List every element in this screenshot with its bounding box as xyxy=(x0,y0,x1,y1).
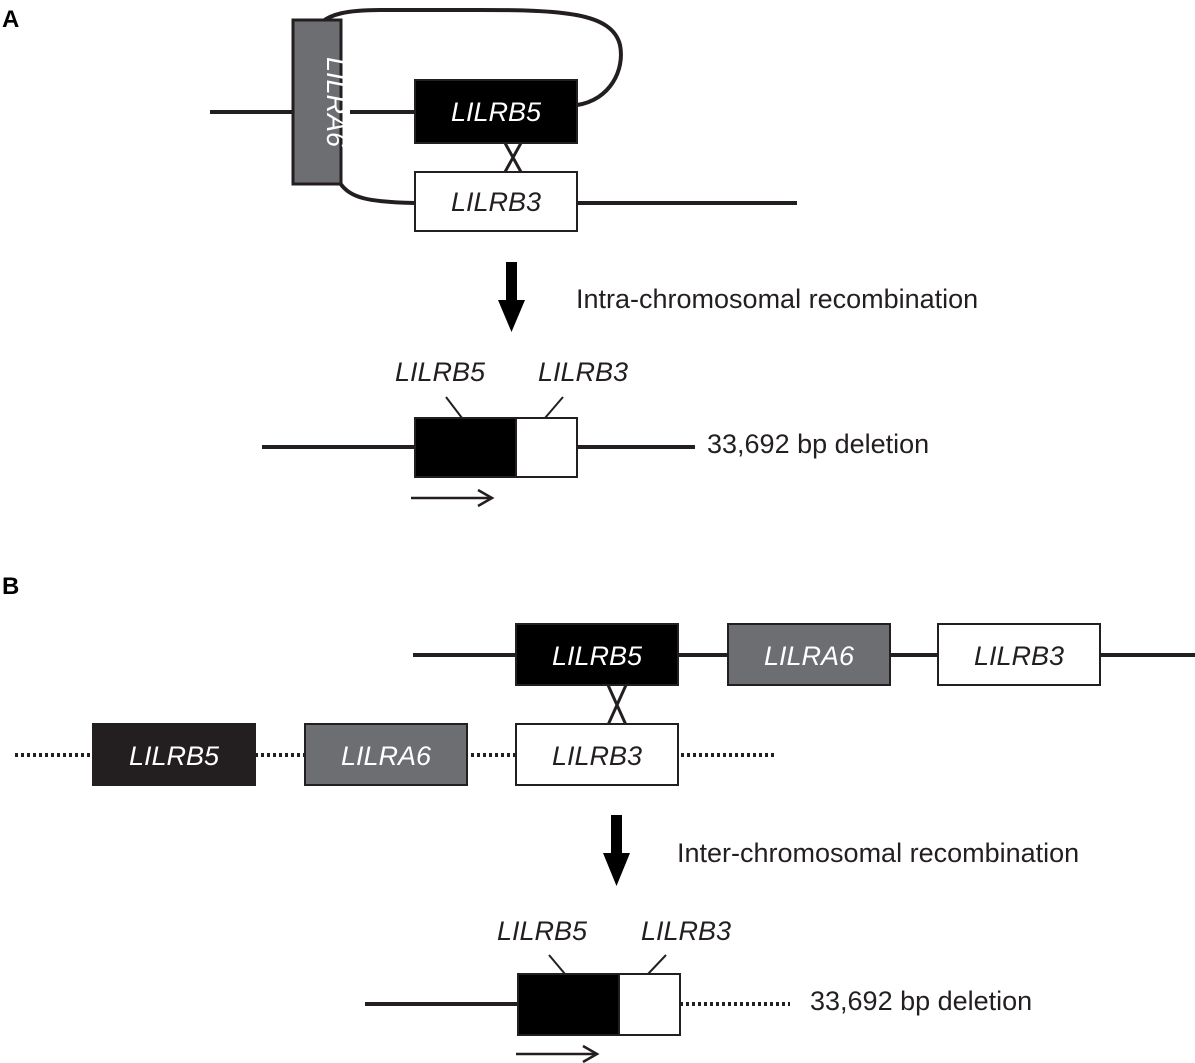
top-gene-label-lilra6: LILRA6 xyxy=(764,641,855,671)
bottom-gene-label-lilra6: LILRA6 xyxy=(341,741,432,771)
gene-label-lilra6: LILRA6 xyxy=(321,57,351,148)
bottom-gene-box-lilrb5 xyxy=(92,723,256,786)
gene-box-lilra6 xyxy=(291,18,343,186)
crossover-mark xyxy=(503,142,523,173)
top-gene-box-lilrb5 xyxy=(515,623,679,686)
deletion-caption-b: 33,692 bp deletion xyxy=(810,986,1032,1016)
result-label-lilrb3: LILRB3 xyxy=(538,357,628,387)
leader-line-lilrb5 xyxy=(445,396,463,419)
result-label-lilrb5: LILRB5 xyxy=(395,357,486,387)
top-gene-box-lilrb3 xyxy=(937,623,1101,686)
bottom-gene-label-lilrb3: LILRB3 xyxy=(552,741,642,771)
chromosome-loop-bottom xyxy=(338,181,416,205)
leader-line-b-lilrb3 xyxy=(647,954,667,975)
panel-a-label: A xyxy=(2,6,19,33)
fusion-b-gene-lilrb3-part xyxy=(618,973,681,1036)
top-gene-label-lilrb3: LILRB3 xyxy=(974,641,1064,671)
gene-box-lilrb5 xyxy=(414,79,578,144)
transcription-arrow-icon-b xyxy=(516,1044,600,1063)
down-arrow-icon-b xyxy=(603,815,630,886)
recombination-caption: Intra-chromosomal recombination xyxy=(576,284,978,314)
deletion-caption: 33,692 bp deletion xyxy=(707,429,929,459)
top-gene-box-lilra6 xyxy=(727,623,891,686)
top-gene-label-lilrb5: LILRB5 xyxy=(552,641,643,671)
down-arrow-icon xyxy=(498,262,525,332)
bottom-gene-box-lilra6 xyxy=(304,723,468,786)
leader-line-lilrb3 xyxy=(544,396,564,419)
result-b-label-lilrb5: LILRB5 xyxy=(497,916,588,946)
fusion-gene-lilrb5-part xyxy=(414,417,517,478)
chromosome-loop-top xyxy=(320,8,623,107)
gene-label-lilrb5: LILRB5 xyxy=(451,97,542,127)
bottom-gene-box-lilrb3 xyxy=(515,723,679,786)
leader-line-b-lilrb5 xyxy=(548,954,566,975)
panel-b-label: B xyxy=(2,573,19,600)
gene-box-lilrb3 xyxy=(414,171,578,232)
gene-label-lilrb3: LILRB3 xyxy=(451,187,541,217)
crossover-mark-b xyxy=(606,684,628,726)
fusion-b-gene-lilrb5-part xyxy=(517,973,620,1036)
bottom-gene-label-lilrb5: LILRB5 xyxy=(129,741,220,771)
result-b-label-lilrb3: LILRB3 xyxy=(641,916,731,946)
recombination-caption-b: Inter-chromosomal recombination xyxy=(677,838,1079,868)
transcription-arrow-icon xyxy=(411,488,495,508)
fusion-gene-lilrb3-part xyxy=(515,417,578,478)
